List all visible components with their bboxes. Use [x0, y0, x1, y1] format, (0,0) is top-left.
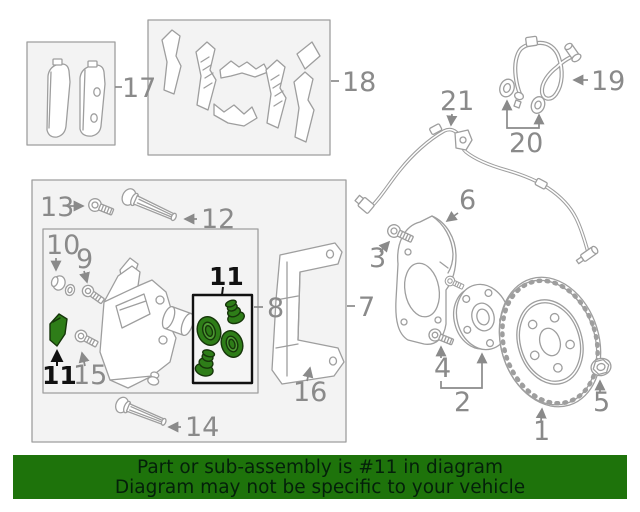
part-label-21[interactable]: 21	[440, 86, 474, 117]
part-label-4[interactable]: 4	[434, 353, 451, 384]
part-label-9[interactable]: 9	[76, 244, 93, 275]
brake-hose-19-drawing	[513, 35, 582, 109]
part-label-19[interactable]: 19	[591, 66, 625, 97]
piston-boot-drawing	[224, 299, 245, 325]
part-label-12[interactable]: 12	[201, 204, 235, 235]
brake-pad-left-drawing	[46, 58, 71, 138]
arrow-3	[378, 240, 391, 253]
piston-seal-small-drawing	[220, 330, 244, 358]
part-label-17[interactable]: 17	[122, 73, 156, 104]
piston-seal-large-drawing	[196, 316, 222, 346]
shield-bolt-3-drawing	[387, 224, 414, 243]
arrow-6	[445, 211, 459, 222]
bushing-10-drawing	[50, 275, 66, 291]
part-number-labels: 17 18 13 12 10 9 15 14 16 8 7 21 19 20 6…	[40, 66, 625, 447]
part-label-15[interactable]: 15	[73, 360, 107, 391]
part-label-8[interactable]: 8	[267, 293, 284, 324]
caliper-piston-drawing	[161, 305, 195, 337]
brake-pad-right-drawing	[79, 60, 106, 137]
part-label-7[interactable]: 7	[358, 292, 375, 323]
caliper-bolt-13-drawing	[88, 198, 115, 216]
splash-shield-6-drawing	[395, 215, 457, 345]
pad-shim-kit-drawing	[161, 29, 321, 143]
arrow-9	[79, 270, 90, 284]
bushing-ring-drawing	[64, 283, 76, 297]
highlight-leader-lines	[50, 286, 224, 366]
guide-pin-boot-drawing	[194, 349, 216, 377]
part-label-2[interactable]: 2	[454, 387, 471, 418]
part-label-18[interactable]: 18	[342, 67, 376, 98]
brake-caliper-drawing	[99, 257, 177, 389]
part-label-1[interactable]: 1	[533, 416, 550, 447]
part-label-14[interactable]: 14	[185, 412, 219, 443]
bleeder-cap-drawing	[147, 371, 160, 386]
part-label-10[interactable]: 10	[46, 230, 80, 261]
arrow-16	[302, 366, 314, 382]
part-label-16[interactable]: 16	[293, 377, 327, 408]
banner-background	[13, 455, 627, 499]
arrow-1	[535, 407, 547, 422]
banner-line-2: Diagram may not be specific to your vehi…	[115, 477, 525, 498]
guide-pin-14-drawing	[115, 396, 167, 426]
wheel-hub-2-drawing	[452, 283, 511, 351]
part-label-11-box[interactable]: 11	[209, 262, 244, 291]
hub-nut-5-drawing	[590, 357, 612, 377]
arrow-15	[78, 351, 90, 367]
leader-lines	[50, 74, 606, 433]
arrow-21	[446, 113, 458, 127]
caliper-bracket-16-drawing	[271, 242, 345, 385]
part-label-3[interactable]: 3	[369, 243, 386, 274]
bracket-2	[440, 352, 488, 389]
caliper-bolt-15-drawing	[74, 329, 99, 348]
hub-bolt-4-drawing	[428, 328, 455, 346]
caliper-bolt-9-drawing	[81, 284, 105, 305]
part-label-6[interactable]: 6	[459, 185, 476, 216]
banner-line-1: Part or sub-assembly is #11 in diagram	[137, 457, 503, 478]
part-label-13[interactable]: 13	[40, 192, 74, 223]
abs-sensor-21-drawing	[354, 123, 599, 265]
part-label-11-clip[interactable]: 11	[42, 361, 77, 390]
bracket-20	[501, 99, 545, 129]
banner: Part or sub-assembly is #11 in diagram D…	[13, 455, 627, 499]
hub-stud-drawing	[444, 275, 465, 290]
part-label-5[interactable]: 5	[593, 387, 610, 418]
highlighted-parts	[49, 299, 245, 377]
highlighted-part-labels: 11 11	[42, 262, 244, 390]
lead-line-11-box	[221, 286, 224, 296]
part-label-20[interactable]: 20	[509, 128, 543, 159]
guide-pin-12-drawing	[121, 188, 177, 222]
brake-rotor-1-drawing	[498, 276, 602, 408]
